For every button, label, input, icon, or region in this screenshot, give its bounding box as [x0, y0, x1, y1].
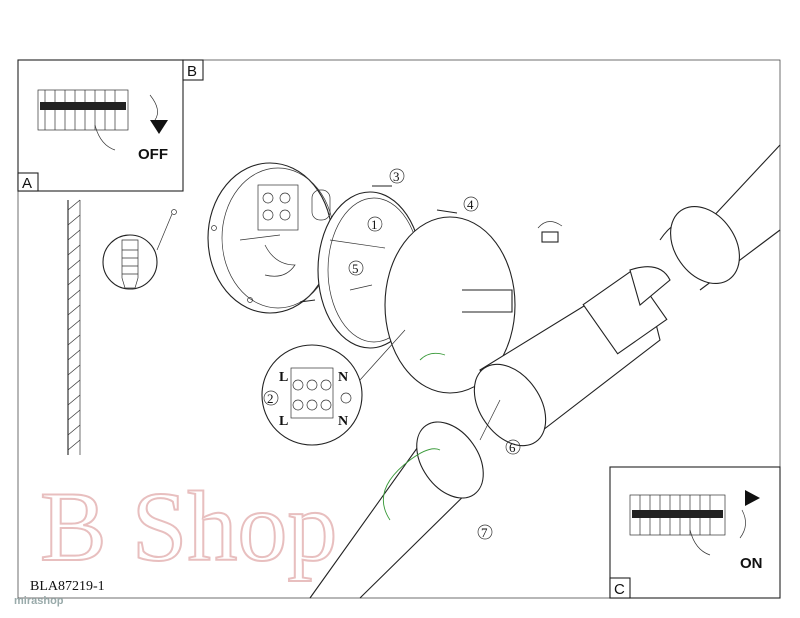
- step-5-label: 5: [352, 261, 359, 276]
- model-code: BLA87219-1: [30, 579, 105, 594]
- terminal-n-top: N: [338, 370, 348, 385]
- diagram-frame: [17, 59, 781, 599]
- wall-plate: [384, 216, 516, 394]
- terminal-l-bottom: L: [279, 414, 288, 429]
- fixing-screw: [537, 221, 563, 243]
- step-callouts: 3 4 1 5 6 7: [299, 168, 521, 540]
- step-2-label: 2: [267, 391, 274, 406]
- wall-plug-detail: [102, 209, 177, 290]
- terminal-l-top: L: [279, 370, 288, 385]
- glass-tube: [309, 399, 501, 599]
- terminal-block-detail: 2 L N L N: [261, 329, 406, 446]
- inset-b-label: B: [187, 63, 197, 80]
- inset-switch-off: B A OFF: [17, 59, 204, 192]
- step-3-label: 3: [393, 169, 400, 184]
- mirashop-logo: mirashop: [14, 595, 64, 607]
- step-7-label: 7: [481, 525, 488, 540]
- wall-section: [67, 199, 81, 455]
- inset-c-label: C: [614, 581, 625, 598]
- mounting-box: [207, 162, 335, 314]
- lamp-housing: [473, 144, 781, 447]
- inset-switch-on: C ON: [609, 466, 781, 599]
- off-label: OFF: [138, 146, 168, 163]
- on-label: ON: [740, 555, 763, 572]
- terminal-n-bottom: N: [338, 414, 348, 429]
- step-1-label: 1: [371, 217, 378, 232]
- step-6-label: 6: [509, 440, 516, 455]
- step-4-label: 4: [467, 197, 474, 212]
- inset-a-label: A: [22, 175, 32, 192]
- watermark: B Shop: [40, 471, 337, 582]
